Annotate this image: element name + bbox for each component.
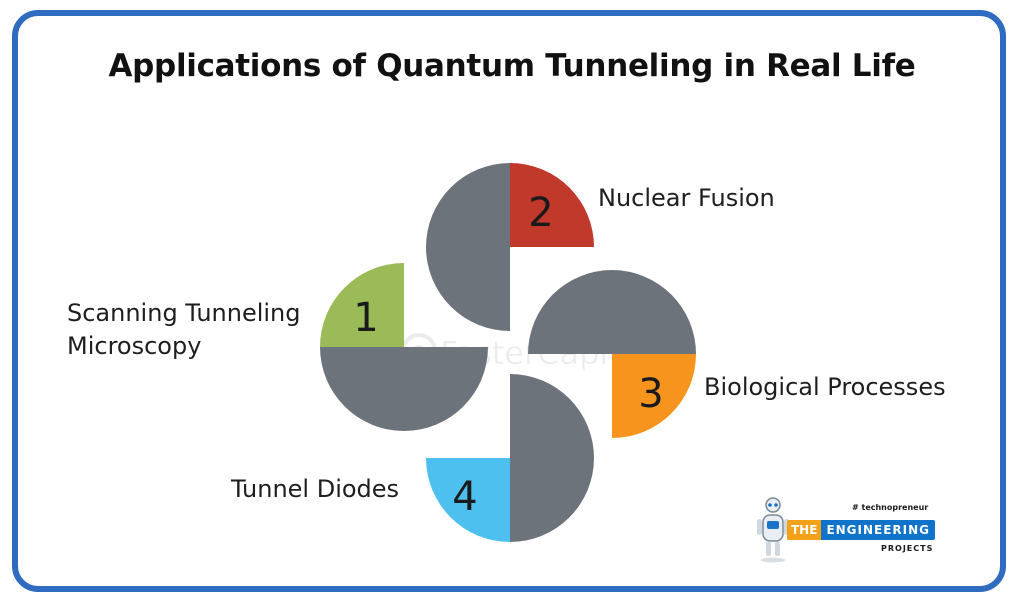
- petal-3-colored: [612, 354, 696, 438]
- label-2-line-1: Nuclear Fusion: [598, 184, 775, 212]
- petal-3-gray: [528, 270, 696, 354]
- petal-1-number: 1: [353, 295, 378, 341]
- label-scanning-tunneling-microscopy: Scanning Tunneling Microscopy: [67, 297, 301, 363]
- label-tunnel-diodes: Tunnel Diodes: [231, 473, 399, 506]
- petal-1-gray: [320, 347, 488, 431]
- petal-2-colored: [510, 163, 594, 247]
- label-biological-processes: Biological Processes: [704, 371, 946, 404]
- petal-4-colored: [426, 458, 510, 542]
- diagram-title: Applications of Quantum Tunneling in Rea…: [108, 48, 916, 84]
- logo-the: THE: [787, 520, 822, 540]
- label-nuclear-fusion: Nuclear Fusion: [598, 182, 775, 215]
- label-4-line-1: Tunnel Diodes: [231, 475, 400, 503]
- logo-name: ENGINEERING: [826, 523, 931, 537]
- petal-4-gray: [510, 374, 594, 542]
- logo-wordmark: THE ENGINEERING: [787, 520, 935, 540]
- label-1-line-2: Microscopy: [67, 332, 202, 360]
- petal-4-number: 4: [452, 474, 477, 520]
- label-1-line-1: Scanning Tunneling: [67, 299, 301, 327]
- logo-tagline: # technopreneur: [852, 503, 929, 512]
- label-3-line-1: Biological Processes: [704, 373, 946, 401]
- petal-1-colored: [320, 263, 404, 347]
- petal-2-number: 2: [528, 190, 553, 236]
- petal-3-number: 3: [638, 371, 663, 417]
- robot-mascot-icon: [757, 497, 789, 563]
- logo-subtitle: PROJECTS: [881, 544, 934, 553]
- engineering-projects-logo: # technopreneur THE ENGINEERING PROJECTS: [755, 497, 945, 565]
- petal-2-gray: [426, 163, 510, 331]
